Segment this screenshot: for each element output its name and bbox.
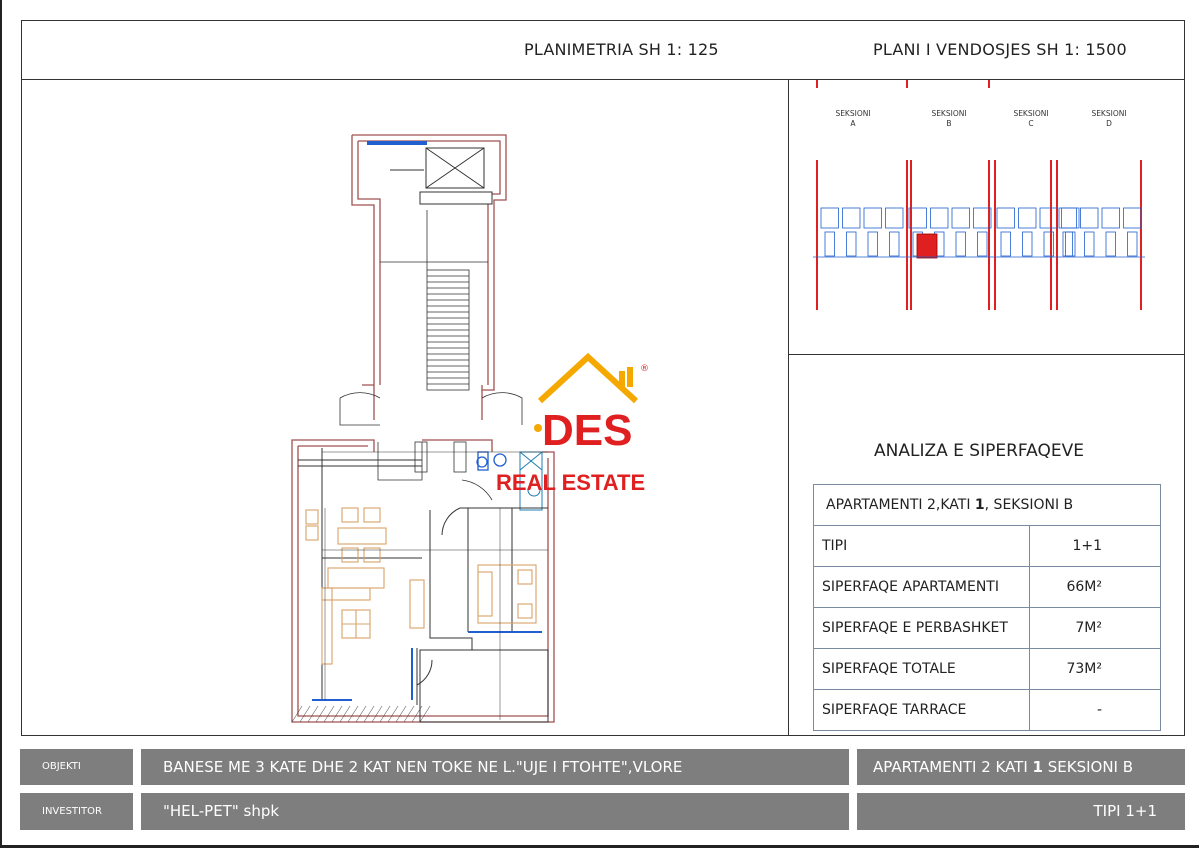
site-plan-divider <box>789 354 1185 355</box>
apartment-heading: APARTAMENTI 2,KATI 1, SEKSIONI B <box>814 485 1160 526</box>
type-label: TIPI 1+1 <box>857 793 1185 830</box>
logo-mark: ® <box>640 364 649 374</box>
floor-plan-title: PLANIMETRIA SH 1: 125 <box>524 40 719 59</box>
section-b-letter: B <box>946 119 951 128</box>
drawing-sheet <box>21 20 1185 736</box>
site-plan-drawing: SEKSIONI A SEKSIONI B SEKSIONI C SEKSION… <box>813 80 1145 310</box>
section-b-label: SEKSIONI <box>931 109 966 118</box>
logo-subtitle: REAL ESTATE <box>496 470 645 495</box>
analysis-title: ANALIZA E SIPERFAQEVE <box>874 441 1084 461</box>
floor-plan-drawing <box>291 134 555 723</box>
section-c-label: SEKSIONI <box>1013 109 1048 118</box>
section-a-label: SEKSIONI <box>835 109 870 118</box>
section-a-letter: A <box>850 119 856 128</box>
logo-brand: DES <box>542 406 632 455</box>
objekti-value: BANESE ME 3 KATE DHE 2 KAT NEN TOKE NE L… <box>141 749 849 785</box>
apartment-label: APARTAMENTI 2 KATI 1 SEKSIONI B <box>857 749 1185 785</box>
investitor-label: INVESTITOR <box>20 793 133 830</box>
section-c-letter: C <box>1028 119 1033 128</box>
objekti-label: OBJEKTI <box>20 749 133 785</box>
section-d-letter: D <box>1106 119 1112 128</box>
logo: ® DES REAL ESTATE <box>496 352 649 495</box>
table-row: SIPERFAQE TARRACE- <box>814 690 1160 730</box>
investitor-value: "HEL-PET" shpk <box>141 793 849 830</box>
column-divider <box>788 80 789 736</box>
site-plan-title: PLANI I VENDOSJES SH 1: 1500 <box>873 40 1127 59</box>
section-d-label: SEKSIONI <box>1091 109 1126 118</box>
header-divider <box>21 79 1185 80</box>
selected-apartment-marker <box>916 233 938 259</box>
